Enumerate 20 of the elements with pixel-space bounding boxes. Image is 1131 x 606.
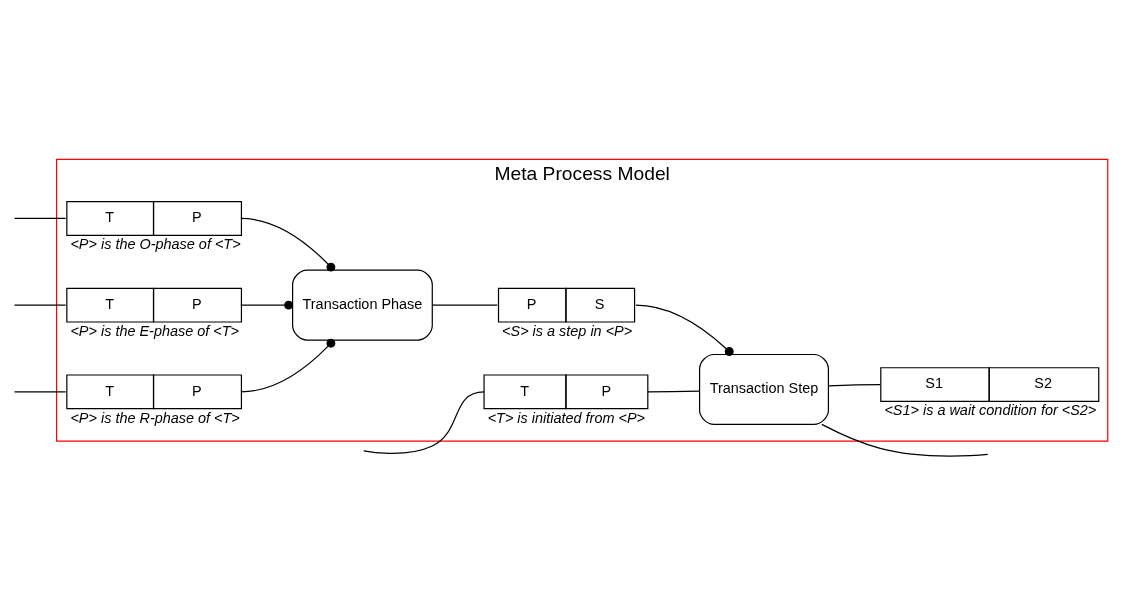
connector bbox=[821, 423, 989, 457]
node-label: <S1> is a wait condition for <S2> bbox=[884, 402, 1097, 419]
connector bbox=[13, 391, 67, 393]
connector bbox=[635, 304, 734, 356]
connector bbox=[431, 304, 498, 306]
node-label: <P> is the O-phase of <T> bbox=[70, 236, 241, 253]
node-box: Transaction Phase bbox=[292, 269, 433, 341]
node-box: Transaction Step bbox=[699, 353, 829, 425]
connector bbox=[240, 300, 294, 310]
connector bbox=[647, 390, 701, 393]
node-label: <P> is the R-phase of <T> bbox=[70, 409, 240, 426]
node-label: <P> is the E-phase of <T> bbox=[70, 322, 239, 339]
connector bbox=[13, 217, 67, 220]
connector bbox=[13, 304, 67, 306]
connector bbox=[240, 338, 336, 393]
node-label: <S> is a step in <P> bbox=[502, 322, 633, 339]
connector bbox=[363, 391, 485, 454]
connector bbox=[240, 217, 336, 272]
node-label: <T> is initiated from <P> bbox=[487, 409, 645, 426]
connector bbox=[827, 384, 881, 387]
